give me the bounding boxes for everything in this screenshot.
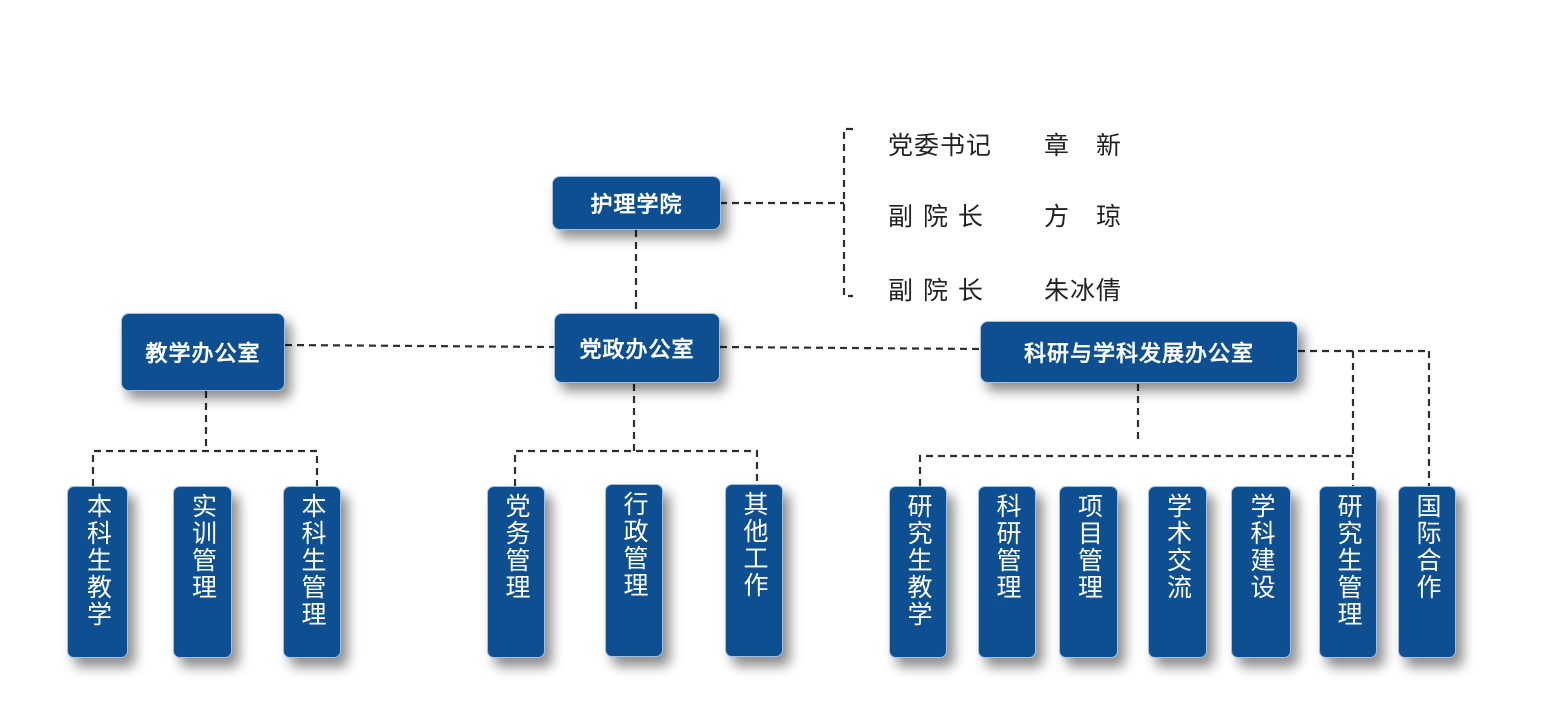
leaf-node: 学科建设 <box>1231 486 1291 658</box>
leader-name: 方 琼 <box>1044 202 1123 231</box>
leaf-node: 学术交流 <box>1148 486 1207 658</box>
leaf-node: 科研管理 <box>978 486 1036 658</box>
leaf-label: 学术交流 <box>1163 493 1193 601</box>
leaf-label: 本科生管理 <box>298 493 327 628</box>
leaf-label: 研究生教学 <box>904 493 933 628</box>
admin-office-node: 党政办公室 <box>554 313 720 383</box>
root-node: 护理学院 <box>552 176 721 230</box>
leaf-node: 本科生管理 <box>283 486 341 658</box>
leader-name: 朱冰倩 <box>1044 276 1123 305</box>
leaf-node: 行政管理 <box>605 484 663 657</box>
leaf-node: 党务管理 <box>487 486 545 658</box>
leaf-node: 国际合作 <box>1398 486 1456 658</box>
leaf-label: 科研管理 <box>993 493 1022 601</box>
leaf-label: 实训管理 <box>188 493 218 601</box>
admin-office-label: 党政办公室 <box>579 338 695 363</box>
leaf-node: 项目管理 <box>1059 486 1118 658</box>
leaf-node: 本科生教学 <box>67 486 128 658</box>
leader-role: 副 院 长 <box>888 276 984 305</box>
research-office-node: 科研与学科发展办公室 <box>980 321 1298 383</box>
leaf-node: 研究生管理 <box>1319 486 1377 658</box>
leaf-node: 其他工作 <box>725 484 783 657</box>
teaching-office-label: 教学办公室 <box>145 342 261 367</box>
leaf-label: 其他工作 <box>740 491 769 599</box>
leaf-label: 研究生管理 <box>1334 493 1363 628</box>
leaf-label: 学科建设 <box>1247 493 1276 601</box>
leaf-label: 行政管理 <box>620 491 649 599</box>
leader-role: 党委书记 <box>888 131 993 160</box>
leader-name: 章 新 <box>1044 131 1123 160</box>
root-node-label: 护理学院 <box>590 193 683 218</box>
leaf-label: 本科生教学 <box>83 493 113 628</box>
leaf-label: 国际合作 <box>1413 493 1442 601</box>
leader-row: 副 院 长方 琼 <box>888 197 1148 233</box>
leaf-node: 实训管理 <box>173 486 232 658</box>
research-office-label: 科研与学科发展办公室 <box>1023 342 1254 367</box>
leader-row: 党委书记 章 新 <box>888 126 1148 162</box>
leaf-node: 研究生教学 <box>889 486 947 658</box>
leader-role: 副 院 长 <box>888 202 984 231</box>
teaching-office-node: 教学办公室 <box>121 313 285 391</box>
leaf-label: 项目管理 <box>1074 493 1104 601</box>
leaf-label: 党务管理 <box>502 493 531 601</box>
leader-row: 副 院 长 朱冰倩 <box>888 271 1148 307</box>
